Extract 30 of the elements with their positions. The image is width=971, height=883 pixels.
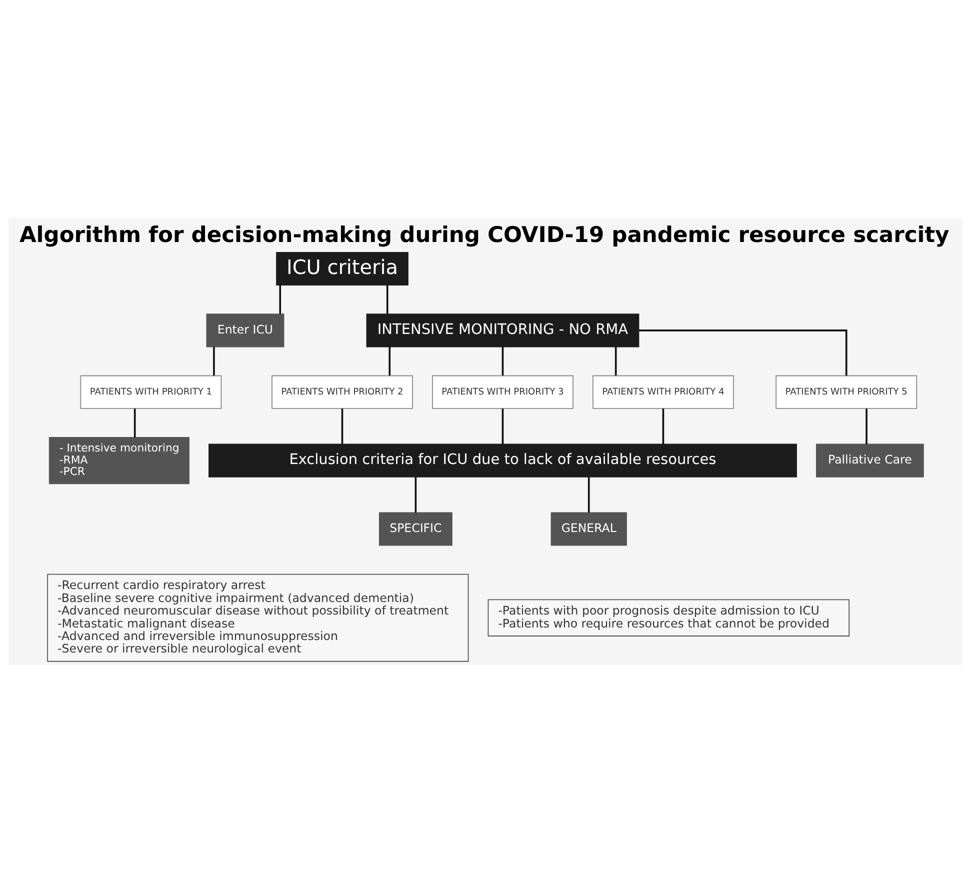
node-box: PATIENTS WITH PRIORITY 2 (272, 375, 413, 409)
connector (213, 346, 215, 376)
connector (388, 346, 391, 376)
connector (866, 408, 868, 444)
node-box: Enter ICU (206, 314, 284, 348)
node-box: PATIENTS WITH PRIORITY 5 (776, 375, 918, 409)
diagram-title: Algorithm for decision-making during COVID-19 pandemic resource scarcity (19, 222, 950, 248)
node-box: PATIENTS WITH PRIORITY 1 (80, 375, 222, 409)
node-box: PATIENTS WITH PRIORITY 3 (432, 375, 574, 409)
node-box: ICU criteria (276, 252, 408, 286)
node-box: PATIENTS WITH PRIORITY 4 (592, 375, 734, 409)
node-box: Exclusion criteria for ICU due to lack of available resources (208, 444, 797, 478)
connector (614, 346, 617, 376)
connector (414, 477, 417, 513)
connector (279, 285, 282, 314)
connector (341, 408, 344, 444)
connector (638, 330, 848, 376)
connector (502, 346, 504, 376)
connector (134, 408, 136, 438)
node-box: -Recurrent cardio respiratory arrest -Baseline severe cognitive impairment (advanced dementia) -Advanced neuromuscular disease without possibility of treatment -Metastatic malignant disease -Advanced and irreversible immunosuppression -Severe or irreversible neurological event (47, 574, 469, 662)
node-box: INTENSIVE MONITORING - NO RMA (366, 314, 640, 348)
node-box: GENERAL (550, 512, 627, 546)
connector (662, 408, 664, 444)
connector (502, 408, 504, 444)
node-box: Palliative Care (816, 444, 924, 478)
node-box: - Intensive monitoring -RMA -PCR (48, 436, 190, 484)
connector (588, 477, 590, 513)
node-box: SPECIFIC (378, 512, 452, 546)
connector (386, 285, 388, 314)
node-box: -Patients with poor prognosis despite admission to ICU -Patients who require resources that cannot be provided (488, 599, 850, 636)
